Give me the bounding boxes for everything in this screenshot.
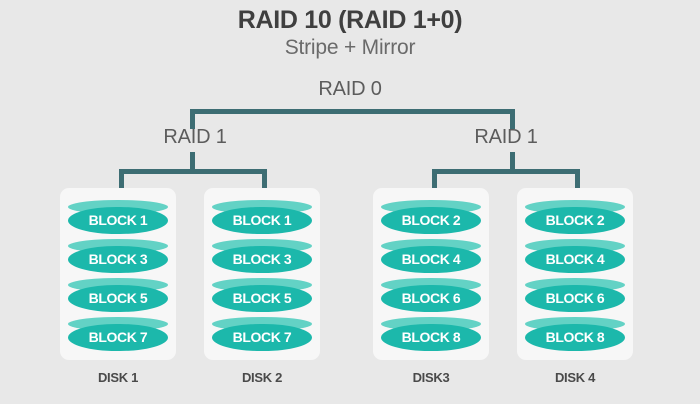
block-label: BLOCK 7	[232, 329, 292, 345]
block-stack: BLOCK 2 BLOCK 4 BLOCK 6 BLOCK 8	[525, 200, 625, 356]
disk-column-2: BLOCK 1 BLOCK 3 BLOCK 5 BLOCK 7	[204, 188, 320, 398]
cylinder-body-icon	[212, 246, 312, 273]
block-stack: BLOCK 1 BLOCK 3 BLOCK 5 BLOCK 7	[68, 200, 168, 356]
disk-column-4: BLOCK 2 BLOCK 4 BLOCK 6 BLOCK 8	[517, 188, 633, 398]
raid0-label: RAID 0	[318, 78, 382, 100]
raid1-right-lower-stub	[510, 152, 515, 171]
page-subtitle: Stripe + Mirror	[284, 36, 416, 59]
raid1-left-upper-stub	[190, 117, 195, 129]
disk-block: BLOCK 8	[381, 317, 481, 355]
cylinder-body-icon	[68, 246, 168, 273]
disk-block: BLOCK 6	[525, 278, 625, 316]
block-stack: BLOCK 1 BLOCK 3 BLOCK 5 BLOCK 7	[212, 200, 312, 356]
disk-block: BLOCK 1	[68, 200, 168, 238]
raid0-connector-bar	[190, 109, 515, 114]
disk-caption-1: DISK 1	[97, 370, 139, 385]
block-label: BLOCK 8	[401, 329, 461, 345]
disk-block: BLOCK 2	[381, 200, 481, 238]
disk-block: BLOCK 5	[212, 278, 312, 316]
block-label: BLOCK 4	[545, 251, 605, 267]
block-label: BLOCK 8	[545, 329, 605, 345]
cylinder-body-icon	[212, 207, 312, 234]
cylinder-body-icon	[68, 324, 168, 351]
disk-block: BLOCK 7	[212, 317, 312, 355]
disk-block: BLOCK 2	[525, 200, 625, 238]
raid1-left-connector-bar	[119, 169, 267, 174]
raid1-left-lower-stub	[190, 152, 195, 171]
cylinder-body-icon	[381, 246, 481, 273]
disk-block: BLOCK 6	[381, 278, 481, 316]
cylinder-body-icon	[68, 207, 168, 234]
block-label: BLOCK 5	[88, 290, 148, 306]
cylinder-body-icon	[381, 285, 481, 312]
raid1-left-label: RAID 1	[163, 126, 227, 148]
disk-caption-4: DISK 4	[554, 370, 596, 385]
disk-caption-3: DISK3	[412, 370, 450, 385]
cylinder-body-icon	[381, 324, 481, 351]
block-label: BLOCK 7	[88, 329, 148, 345]
disk-block: BLOCK 4	[525, 239, 625, 277]
block-stack: BLOCK 2 BLOCK 4 BLOCK 6 BLOCK 8	[381, 200, 481, 356]
disk-column-3: BLOCK 2 BLOCK 4 BLOCK 6 BLOCK 8	[373, 188, 489, 398]
disk-block: BLOCK 4	[381, 239, 481, 277]
disk-column-1: BLOCK 1 BLOCK 3 BLOCK 5 BLOCK 7	[60, 188, 176, 398]
cylinder-body-icon	[68, 285, 168, 312]
block-label: BLOCK 4	[401, 251, 461, 267]
disk-caption-2: DISK 2	[241, 370, 283, 385]
block-label: BLOCK 1	[232, 212, 292, 228]
block-label: BLOCK 2	[545, 212, 605, 228]
cylinder-body-icon	[525, 285, 625, 312]
disk-block: BLOCK 8	[525, 317, 625, 355]
page-title: RAID 10 (RAID 1+0)	[237, 6, 463, 34]
cylinder-body-icon	[381, 207, 481, 234]
raid1-right-label: RAID 1	[474, 126, 538, 148]
cylinder-body-icon	[525, 207, 625, 234]
block-label: BLOCK 1	[88, 212, 148, 228]
block-label: BLOCK 6	[545, 290, 605, 306]
block-label: BLOCK 6	[401, 290, 461, 306]
block-label: BLOCK 2	[401, 212, 461, 228]
disk-block: BLOCK 3	[68, 239, 168, 277]
cylinder-body-icon	[525, 246, 625, 273]
block-label: BLOCK 5	[232, 290, 292, 306]
raid1-right-upper-stub	[510, 117, 515, 129]
disk-block: BLOCK 1	[212, 200, 312, 238]
raid1-right-connector-bar	[432, 169, 580, 174]
cylinder-body-icon	[212, 324, 312, 351]
disk-block: BLOCK 3	[212, 239, 312, 277]
disk-block: BLOCK 7	[68, 317, 168, 355]
disk-block: BLOCK 5	[68, 278, 168, 316]
block-label: BLOCK 3	[88, 251, 148, 267]
cylinder-body-icon	[212, 285, 312, 312]
cylinder-body-icon	[525, 324, 625, 351]
block-label: BLOCK 3	[232, 251, 292, 267]
